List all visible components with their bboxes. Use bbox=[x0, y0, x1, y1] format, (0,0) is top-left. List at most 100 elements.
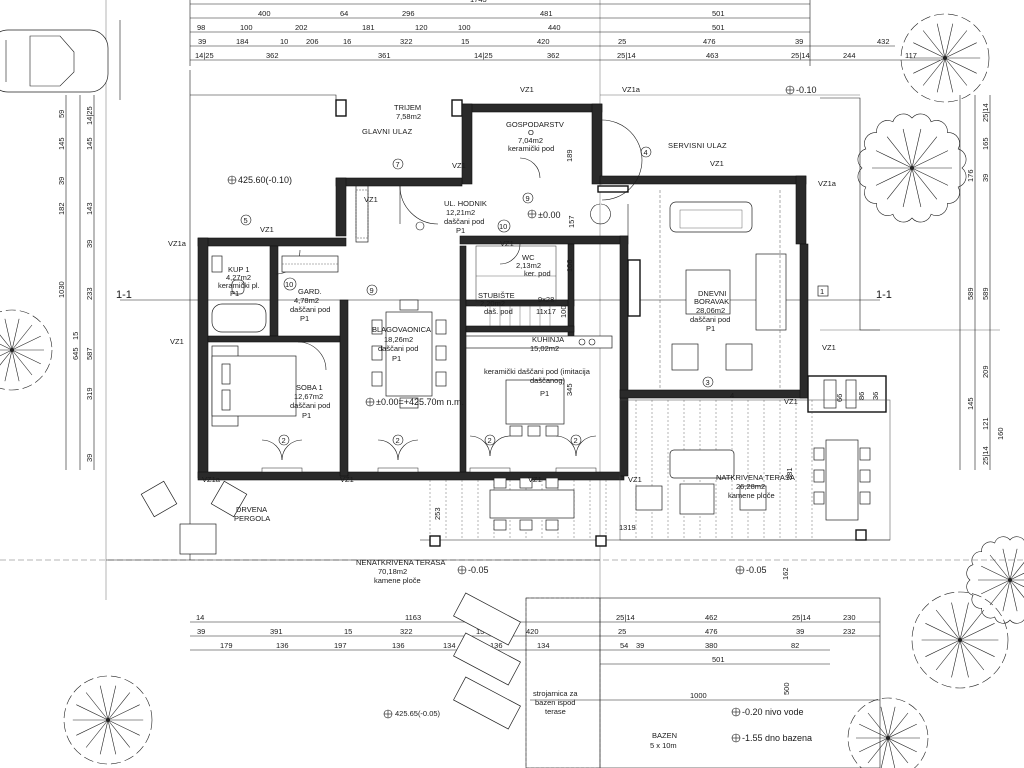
bathtub-icon bbox=[211, 303, 267, 333]
dim-left: 39 bbox=[85, 240, 94, 248]
room-floor: kamene ploče bbox=[728, 491, 775, 500]
room-name: WC bbox=[522, 253, 535, 262]
dim-left: 15 bbox=[71, 332, 80, 340]
dim-right: 165 bbox=[981, 137, 990, 150]
vz-tag: VZ1 bbox=[710, 159, 724, 168]
tree-icon bbox=[63, 675, 153, 765]
dim-top: 39 bbox=[795, 37, 803, 46]
room-p: P1 bbox=[540, 389, 549, 398]
room-floor: daščani pod bbox=[290, 401, 330, 410]
dim-bottom: 25|14 bbox=[616, 613, 635, 622]
dim-top: 501 bbox=[712, 23, 725, 32]
dim-top: 206 bbox=[306, 37, 319, 46]
marker-2: 2 bbox=[574, 436, 578, 445]
level-markers: -0.10 425.60(-0.10) ±0.00 ±0.00=+425.70m… bbox=[227, 85, 817, 743]
marker-2: 2 bbox=[396, 436, 400, 445]
dim-terrace-depth: 253 bbox=[433, 507, 442, 520]
level-terrace-right: -0.05 bbox=[746, 565, 767, 575]
room-name: SERVISNI ULAZ bbox=[668, 141, 727, 150]
dim-top: 400 bbox=[258, 9, 271, 18]
tree-icon bbox=[0, 309, 53, 391]
room-name: SOBA 1 bbox=[296, 383, 323, 392]
room-area: 18,26m2 bbox=[384, 335, 413, 344]
room-name: DNEVNI bbox=[698, 289, 726, 298]
dim-top: 244 bbox=[843, 51, 856, 60]
room-name: GLAVNI ULAZ bbox=[362, 127, 413, 136]
room-name: KUP 1 bbox=[228, 265, 250, 274]
section-label-left: 1-1 bbox=[116, 289, 132, 301]
dim-top: 14|25 bbox=[474, 51, 493, 60]
tree-icon bbox=[847, 697, 929, 768]
dim-top: 100 bbox=[240, 23, 253, 32]
dim-left: 145 bbox=[85, 137, 94, 150]
dim-bottom: 197 bbox=[334, 641, 347, 650]
dim-bottom: 134 bbox=[537, 641, 550, 650]
dim-bottom: 15 bbox=[476, 627, 484, 636]
dim-left: 319 bbox=[85, 387, 94, 400]
level-pool-bottom: -1.55 dno bazena bbox=[742, 733, 812, 743]
room-area: 4,27m2 bbox=[226, 273, 251, 282]
room-name: NENATKRIVENA TERASA bbox=[356, 558, 445, 567]
plant-room-label: bazen ispod bbox=[535, 698, 575, 707]
marker-box-1 bbox=[817, 285, 829, 297]
room-floor: daščanog) bbox=[530, 376, 566, 385]
dim-left: 145 bbox=[57, 137, 66, 150]
pool-size: 5 x 10m bbox=[650, 741, 677, 750]
sink-icon bbox=[211, 255, 223, 273]
dim-bottom: 25 bbox=[618, 627, 626, 636]
dim-left: 39 bbox=[57, 177, 66, 185]
room-p: P1 bbox=[706, 324, 715, 333]
dim-bottom: 39 bbox=[636, 641, 644, 650]
dim-86: 86 bbox=[857, 392, 866, 400]
outdoor-table-icon bbox=[825, 439, 859, 521]
marker-10: 10 bbox=[285, 280, 293, 289]
dim-top: 184 bbox=[236, 37, 249, 46]
room-floor: keramički pl. bbox=[218, 281, 260, 290]
vz-tag: VZ1 bbox=[628, 475, 642, 484]
room-p: P1 bbox=[456, 226, 465, 235]
level-top-right: -0.10 bbox=[796, 85, 817, 95]
room-area: 70,18m2 bbox=[378, 567, 407, 576]
dim-bottom: 14 bbox=[196, 613, 204, 622]
right-dimensions: 25|14 165 39 176 589 589 209 145 121 160… bbox=[959, 95, 1005, 470]
dim-pool-width: 500 bbox=[782, 682, 791, 695]
room-labels: TRIJEM 7,58m2 GLAVNI ULAZ GOSPODARSTV O … bbox=[218, 103, 795, 750]
vz-tag: VZ1 bbox=[170, 337, 184, 346]
room-name: KUHINJA bbox=[532, 335, 564, 344]
room-floor: kamene ploče bbox=[374, 576, 421, 585]
tree-icon bbox=[911, 591, 1009, 689]
marker-10: 10 bbox=[499, 222, 507, 231]
dim-top: 25|14 bbox=[617, 51, 636, 60]
room-name: NATKRIVENA TERASA bbox=[716, 473, 795, 482]
dim-right: 589 bbox=[966, 287, 975, 300]
dim-top-total: 1743 bbox=[470, 0, 487, 4]
dim-top: 98 bbox=[197, 23, 205, 32]
dim-bottom: 1163 bbox=[405, 613, 421, 622]
room-floor: keramički daščani pod (imitacija bbox=[484, 367, 591, 376]
dim-bottom: 136 bbox=[490, 641, 503, 650]
dim-bottom: 391 bbox=[270, 627, 283, 636]
room-name: UL. HODNIK bbox=[444, 199, 487, 208]
dim-top: 16 bbox=[343, 37, 351, 46]
dim-right: 39 bbox=[981, 174, 990, 182]
room-p: P1 bbox=[302, 411, 311, 420]
dim-top: 15 bbox=[461, 37, 469, 46]
section-label-right: 1-1 bbox=[876, 289, 892, 301]
dim-top: 420 bbox=[537, 37, 550, 46]
marker-1: 1 bbox=[820, 287, 824, 296]
covered-terrace: 1319 253 381 162 bbox=[420, 399, 891, 580]
dim-right: 145 bbox=[966, 397, 975, 410]
dim-covered-terrace: 1319 bbox=[619, 523, 636, 532]
dim-bottom: 25|14 bbox=[792, 613, 811, 622]
dim-bottom: 380 bbox=[705, 641, 718, 650]
dim-189: 189 bbox=[565, 149, 574, 162]
dim-top: 25 bbox=[618, 37, 626, 46]
room-name: STUBIŠTE bbox=[478, 291, 515, 300]
parked-car-icon bbox=[0, 29, 109, 93]
vz-tag: VZ1 bbox=[340, 475, 354, 484]
room-area: 4,78m2 bbox=[294, 296, 319, 305]
pool bbox=[525, 597, 881, 768]
dim-right: 176 bbox=[966, 169, 975, 182]
dim-bottom: 476 bbox=[705, 627, 718, 636]
dim-bottom: 501 bbox=[712, 655, 725, 664]
